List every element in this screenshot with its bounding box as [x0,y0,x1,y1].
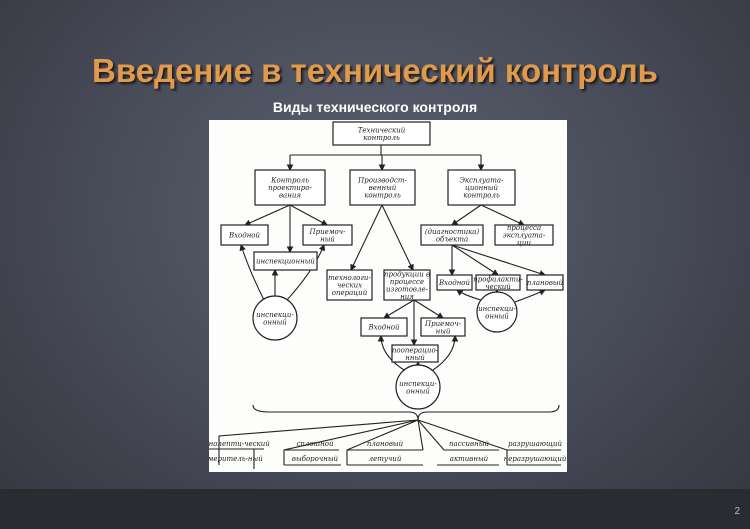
node-operation-planned-label: плановый [527,279,564,287]
node-operation-process-label: процесса [507,224,541,232]
method-label: неразрушающий [504,455,567,463]
method-label: летучий [369,455,402,463]
node-production-operational-label: пооперацио- [392,346,439,354]
node-production-control-label: контроль [364,192,401,200]
node-design-control-label: вания [279,192,301,200]
method-label: плановый [367,440,404,448]
page-number: 2 [734,506,740,517]
node-design-acceptance-label: ный [320,235,335,243]
node-design-circle-label: инспекци- [256,311,294,319]
node-design-inspection [253,251,318,271]
node-operation-planned [526,274,564,291]
node-operation-circle-label: онный [485,312,509,320]
node-operation-object [420,224,484,246]
node-production-acceptance [420,317,466,337]
node-production-incoming-label: Входной [367,324,400,332]
method-label: измеритель-ный [209,455,263,463]
node-operation-process [494,224,554,246]
node-production-products-label: продукции в [384,270,430,278]
node-operation-object-label: (диагностика) [425,228,480,236]
node-design-acceptance [302,224,353,246]
node-technical-control-label: Технический [358,126,406,134]
node-operation-preventive-label: ческий [485,283,511,291]
node-production-acceptance-label: Приемоч- [424,320,462,328]
node-production-control-label: венный [369,184,397,192]
slide-footer-bar [0,489,750,529]
node-design-inspection-label: инспекционный [256,258,315,266]
node-operation-incoming-label: Входной [438,279,471,287]
node-operation-object-label: объекта [436,235,468,243]
node-production-control [349,169,416,206]
node-design-circle-label: онный [263,318,287,326]
node-production-incoming [360,317,408,337]
method-label: сплошной [296,440,334,448]
node-production-operations-label: ческих [337,282,362,290]
node-design-acceptance-label: Приемоч- [309,228,347,236]
diagram-nodes: ТехническийконтрольКонтрольпроектиро-ван… [209,121,567,463]
node-production-operations-label: операций [332,289,368,297]
node-operation-process-label: эксплуата- [503,232,546,240]
node-production-products-label: ния [400,293,414,301]
node-operation-process-label: ции [517,239,531,247]
node-design-incoming-label: Входной [228,232,261,240]
node-operation-control-label: Эксплуата- [460,177,504,185]
node-operation-control [447,169,516,206]
node-operation-preventive [475,274,521,291]
node-production-operations-label: технологи- [328,274,371,282]
node-production-operations [326,269,373,301]
diagram-svg: ТехническийконтрольКонтрольпроектиро-ван… [209,121,567,469]
node-design-circle [252,295,298,341]
node-production-operational [391,344,439,363]
node-operation-control-label: контроль [463,192,500,200]
method-label: пассивный [449,440,489,448]
node-technical-control [332,121,431,146]
slide-title: Введение в технический контроль [92,52,658,89]
node-production-products-label: изготовле- [386,285,429,293]
node-production-circle-label: онный [406,387,430,395]
node-operation-preventive-label: профилакти- [473,275,523,283]
node-production-products-label: процессе [390,278,424,286]
node-technical-control-label: контроль [363,134,400,142]
node-production-acceptance-label: ный [436,327,451,335]
method-label: выборочный [292,455,339,463]
method-label: активный [450,455,489,463]
node-production-circle-label: инспекци- [399,380,437,388]
node-production-operational-label: нный [405,354,425,362]
node-production-products [383,269,431,301]
node-production-circle [395,364,441,410]
node-design-control-label: проектиро- [268,184,312,192]
node-operation-incoming [436,274,473,291]
node-design-control [254,169,326,206]
node-operation-circle [476,291,518,333]
slide-subtitle: Виды технического контроля [272,99,478,115]
node-design-incoming [220,224,269,246]
node-production-control-label: Производст- [357,177,407,185]
node-design-control-label: Контроль [270,177,309,185]
node-operation-circle-label: инспекци- [478,305,516,313]
connector-lines [209,145,561,469]
method-label: органолепти-ческий [209,440,270,448]
method-label: разрушающий [508,440,562,448]
node-operation-control-label: ционный [465,184,499,192]
